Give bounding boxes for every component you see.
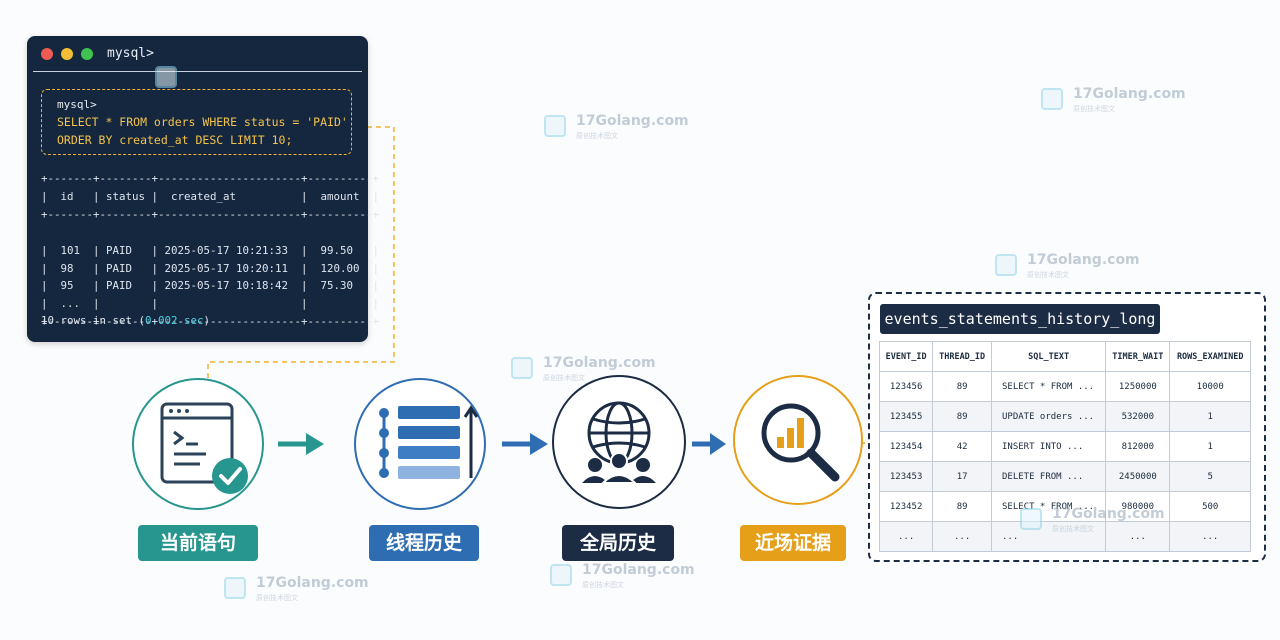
label-near-field-evidence: 近场证据	[740, 525, 846, 561]
table-cell: ...	[932, 521, 992, 552]
result-footer: 10 rows in set (0.002 sec)	[41, 314, 211, 327]
minimize-dot	[61, 48, 73, 60]
result-line: +-------+--------+----------------------…	[41, 172, 380, 185]
node-near-field-evidence	[733, 375, 863, 505]
watermark	[155, 64, 305, 94]
table-cell: 123453	[878, 461, 934, 492]
watermark-logo-icon	[1041, 88, 1063, 110]
watermark: 17Golang.com 原创技术图文	[1020, 506, 1170, 536]
node-thread-history	[354, 378, 486, 510]
table-cell: DELETE FROM ...	[990, 461, 1107, 492]
table-cell: 123456	[878, 371, 934, 402]
table-cell: SELECT * FROM ...	[990, 371, 1107, 402]
node-global-history	[552, 375, 686, 509]
watermark-logo-icon	[1020, 508, 1042, 530]
table-cell: 123455	[878, 401, 934, 432]
table-cell: 123454	[878, 431, 934, 462]
watermark-logo-icon	[544, 115, 566, 137]
watermark: 17Golang.com 原创技术图文	[224, 575, 374, 605]
close-dot	[41, 48, 53, 60]
watermark-logo-icon	[224, 577, 246, 599]
mysql-terminal: mysql> mysql> SELECT * FROM orders WHERE…	[27, 36, 379, 342]
arrow-right-icon	[692, 433, 726, 455]
table-header-row: EVENT_ID THREAD_ID SQL_TEXT TIMER_WAIT R…	[878, 341, 1251, 372]
watermark-logo-icon	[511, 357, 533, 379]
watermark-logo-icon	[995, 254, 1017, 276]
table-cell: 89	[932, 371, 992, 402]
table-cell: 1	[1169, 401, 1251, 432]
terminal-title: mysql>	[107, 46, 154, 61]
code-window-icon	[160, 402, 248, 494]
table-cell: 10000	[1169, 371, 1251, 402]
table-cell: 1250000	[1105, 371, 1171, 402]
table-cell: 2450000	[1105, 461, 1171, 492]
table-cell: 89	[932, 491, 992, 522]
label-global-history: 全局历史	[562, 525, 674, 561]
table-cell: INSERT INTO ...	[990, 431, 1107, 462]
arrow-right-icon	[502, 433, 548, 455]
magnifier-chart-icon	[761, 403, 840, 482]
result-line: | ... | | | |	[41, 297, 380, 311]
table-cell: 42	[932, 431, 992, 462]
result-line: | 101 | PAID | 2025-05-17 10:21:33 | 99.…	[41, 243, 380, 257]
watermark-logo-icon	[550, 564, 572, 586]
query-time: 0.002 sec	[145, 314, 204, 327]
watermark: 17Golang.com 原创技术图文	[544, 113, 694, 143]
table-cell: ...	[878, 521, 934, 552]
terminal-divider	[33, 71, 362, 72]
table-cell: 5	[1169, 461, 1251, 492]
column-header: SQL_TEXT	[990, 341, 1107, 372]
watermark: 17Golang.com 原创技术图文	[550, 562, 700, 592]
watermark-logo-icon	[155, 66, 177, 88]
history-table: EVENT_ID THREAD_ID SQL_TEXT TIMER_WAIT R…	[878, 341, 1251, 552]
maximize-dot	[81, 48, 93, 60]
query-highlight-box	[41, 89, 352, 155]
table-cell: 532000	[1105, 401, 1171, 432]
table-cell: 500	[1169, 491, 1251, 522]
table-cell: 1	[1169, 431, 1251, 462]
query-result-table: +-------+--------+----------------------…	[41, 170, 379, 331]
table-cell: ...	[1105, 521, 1171, 552]
watermark: 17Golang.com 原创技术图文	[995, 252, 1145, 282]
table-row: ...............	[878, 521, 1251, 552]
query-prompt: mysql>	[57, 98, 97, 111]
table-cell: UPDATE orders ...	[990, 401, 1107, 432]
table-cell: 17	[932, 461, 992, 492]
watermark: 17Golang.com 原创技术图文	[511, 355, 661, 385]
query-sql-line-1: SELECT * FROM orders WHERE status = 'PAI…	[57, 115, 348, 129]
node-current-statement	[132, 378, 264, 510]
column-header: TIMER_WAIT	[1105, 341, 1171, 372]
query-sql-line-2: ORDER BY created_at DESC LIMIT 10;	[57, 133, 293, 147]
table-cell: ...	[1169, 521, 1251, 552]
table-cell: 123452	[878, 491, 934, 522]
watermark: 17Golang.com 原创技术图文	[1041, 86, 1191, 116]
result-line: +-------+--------+----------------------…	[41, 315, 380, 329]
globe-users-icon	[582, 401, 656, 484]
arrow-right-icon	[278, 433, 324, 455]
table-cell: 812000	[1105, 431, 1171, 462]
column-header: THREAD_ID	[932, 341, 992, 372]
label-thread-history: 线程历史	[369, 525, 479, 561]
column-header: ROWS_EXAMINED	[1169, 341, 1251, 372]
column-header: EVENT_ID	[878, 341, 934, 372]
result-line: +-------+--------+----------------------…	[41, 207, 380, 221]
table-cell: ...	[990, 521, 1107, 552]
table-cell: 89	[932, 401, 992, 432]
list-history-icon	[379, 405, 479, 479]
result-line: | 98 | PAID | 2025-05-17 10:20:11 | 120.…	[41, 261, 380, 275]
label-current-statement: 当前语句	[138, 525, 258, 561]
result-line: | 95 | PAID | 2025-05-17 10:18:42 | 75.3…	[41, 279, 380, 293]
result-line: | id | status | created_at | amount |	[41, 189, 380, 203]
history-table-title: events_statements_history_long	[880, 304, 1160, 334]
